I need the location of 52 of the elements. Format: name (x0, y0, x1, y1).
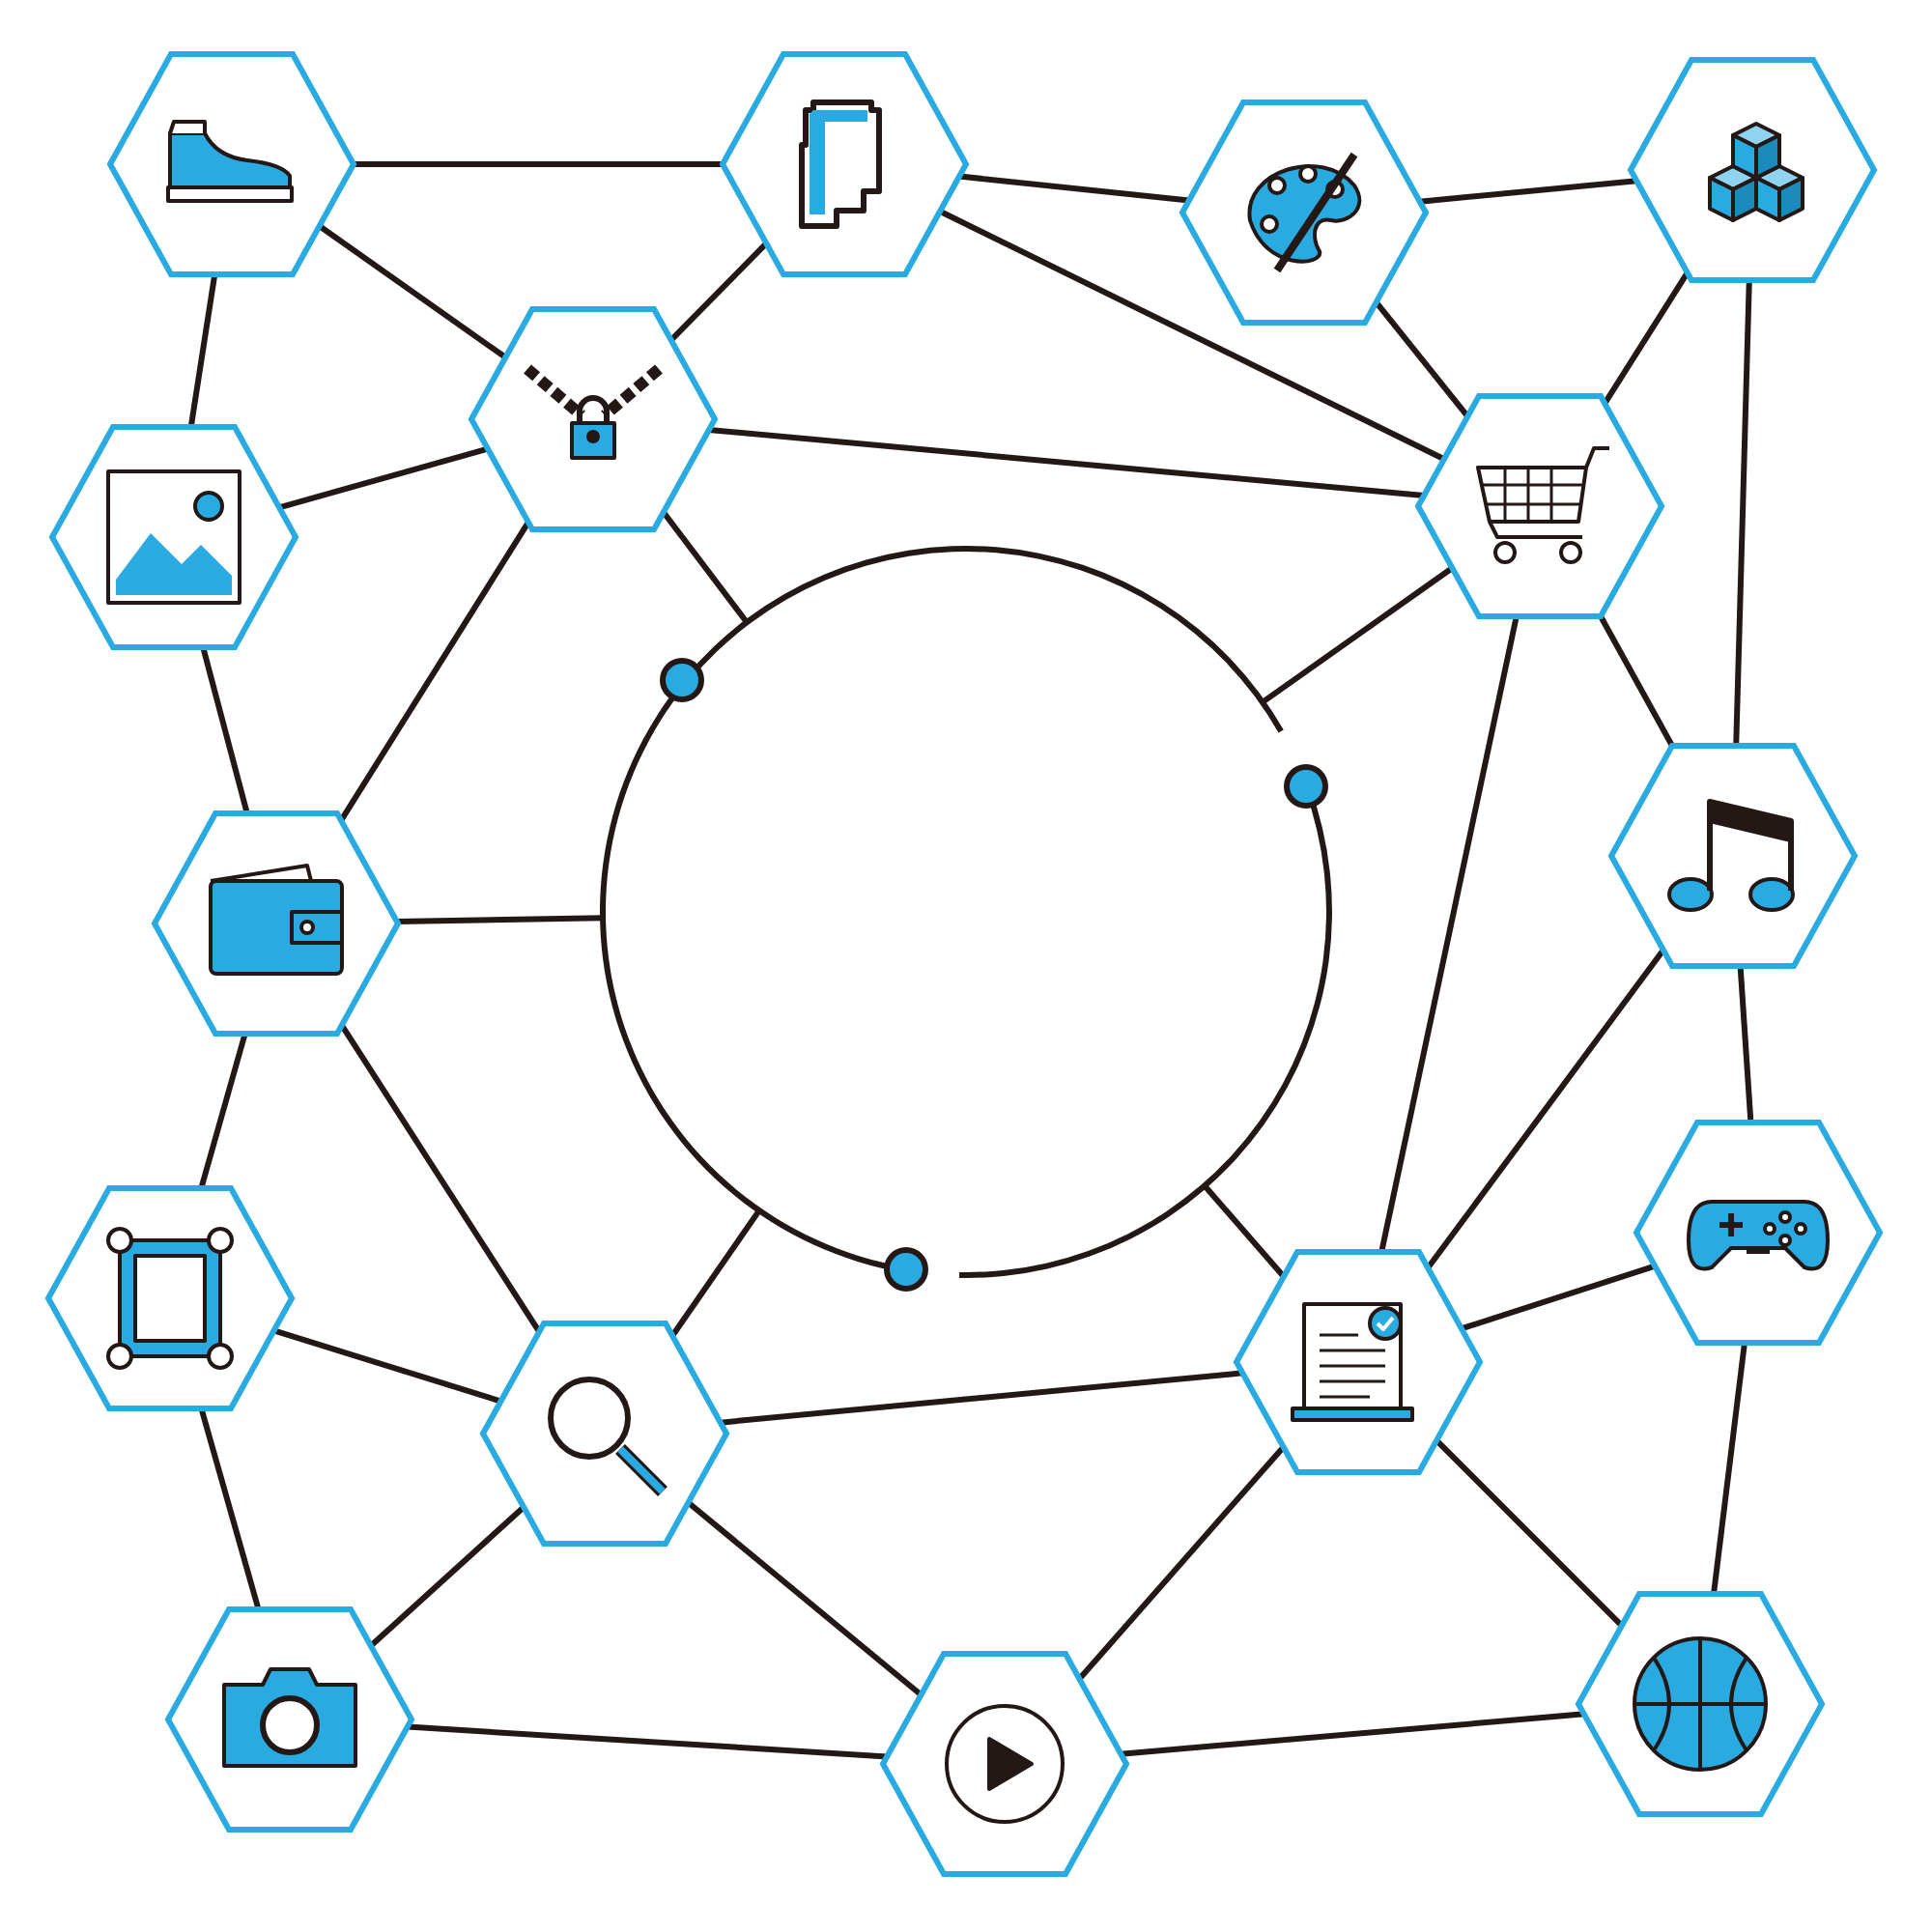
hexagon-frame (1179, 99, 1430, 327)
connector-line (338, 521, 531, 822)
connector-line (958, 173, 1190, 204)
connector-line (1419, 178, 1637, 205)
connector-line (1602, 270, 1690, 406)
connector-line (1261, 565, 1455, 705)
connector-line (339, 1023, 542, 1334)
connector-line (354, 161, 723, 167)
connector-line (272, 1327, 502, 1405)
connector-line (938, 209, 1446, 462)
connector-line (396, 915, 604, 924)
connector-line (1737, 965, 1754, 1123)
connector-line (1435, 1438, 1624, 1628)
hexagon-frame (468, 305, 719, 533)
connector-line (661, 510, 750, 624)
connector-line (708, 427, 1425, 498)
connector-line (669, 1208, 762, 1338)
connector-line (198, 1033, 248, 1189)
hexagon-frame (1414, 392, 1665, 620)
connector-line (200, 646, 250, 814)
connector-line (317, 223, 508, 360)
hexagon-frame (719, 50, 970, 278)
connector-line (720, 1370, 1243, 1426)
hexagon-frame (48, 423, 299, 651)
hexagon-frame (106, 50, 357, 278)
connector-line (1121, 1711, 1584, 1757)
connector-line (1374, 300, 1470, 418)
hexagon-frame (1627, 56, 1878, 284)
hexagon-frame (1633, 1119, 1884, 1347)
hexagon-frame (1607, 742, 1859, 970)
hexagon-frame (164, 1605, 415, 1833)
connector-line (278, 445, 489, 511)
connector-line (187, 273, 218, 428)
connector-line (1202, 1183, 1287, 1279)
hexagon-frame (479, 1320, 730, 1548)
connector-line (1711, 1342, 1747, 1595)
connector-line (198, 1407, 262, 1610)
connector-line (1378, 615, 1520, 1253)
connector-line (1077, 1445, 1286, 1681)
connector-line (1598, 614, 1675, 748)
connector-line (407, 1723, 888, 1760)
connector-line (668, 241, 769, 343)
connector-line (686, 1500, 923, 1697)
hexagon-frame (1233, 1248, 1484, 1476)
connector-line (1460, 1263, 1657, 1332)
hexagon-frame (151, 810, 402, 1037)
hexagon-frame (1575, 1590, 1826, 1818)
connector-line (1733, 279, 1752, 747)
connector-line (1425, 948, 1666, 1270)
connector-line (368, 1504, 526, 1649)
hexagon-frame (879, 1650, 1130, 1878)
hexagon-frame (44, 1184, 296, 1412)
